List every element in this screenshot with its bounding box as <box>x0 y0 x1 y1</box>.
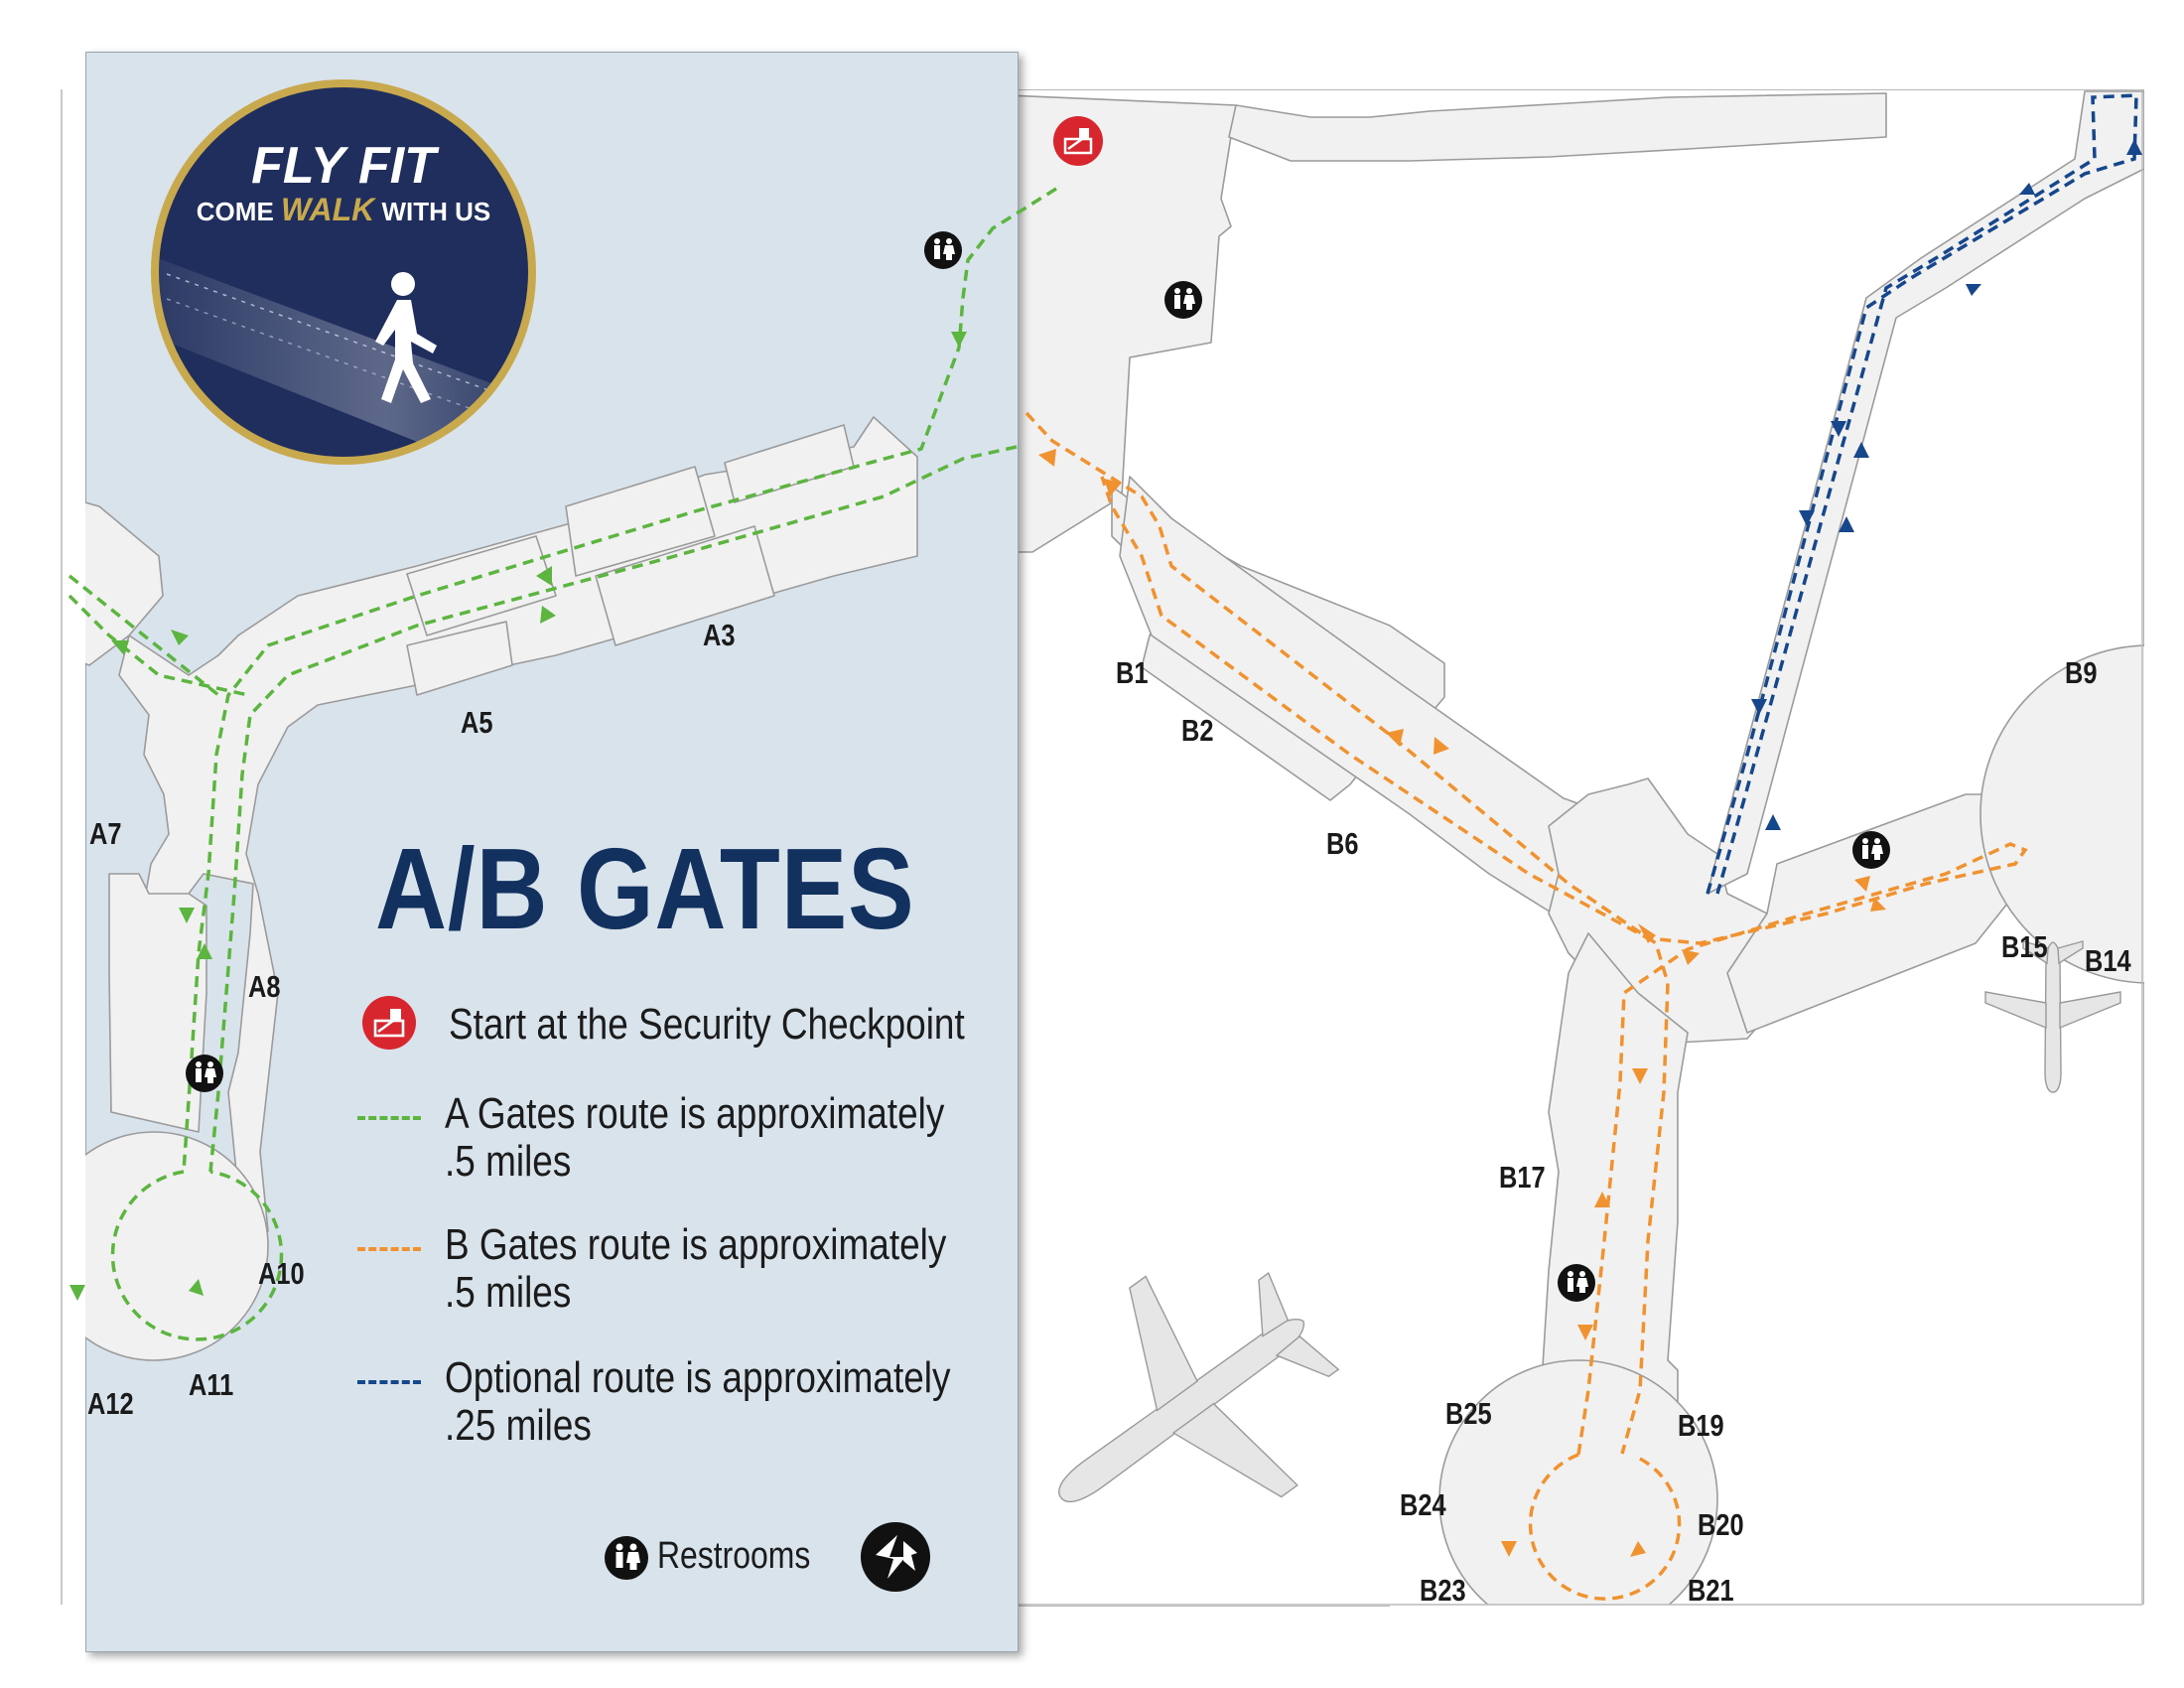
gate-label-b17: B17 <box>1499 1160 1546 1195</box>
legend-b-route-text-1: B Gates route is approximately <box>445 1220 947 1269</box>
gate-label-b2: B2 <box>1181 713 1214 748</box>
gate-label-a8: A8 <box>248 969 281 1004</box>
gate-label-b14: B14 <box>2085 943 2131 978</box>
a-route-stub-out <box>68 594 249 697</box>
holdroom-a4 <box>565 466 716 577</box>
holdroom-a3 <box>595 525 775 646</box>
gate-label-a5: A5 <box>461 705 493 740</box>
restroom-icon <box>924 231 962 269</box>
gate-label-b9: B9 <box>2065 655 2098 690</box>
restroom-icon <box>186 1055 223 1092</box>
gate-label-b25: B25 <box>1445 1396 1492 1431</box>
legend-b-route-swatch <box>357 1247 421 1251</box>
legend-optional-route-swatch <box>357 1380 421 1384</box>
restroom-icon <box>1558 1264 1595 1302</box>
legend-a-route-swatch <box>357 1116 421 1120</box>
optional-route-arrows <box>1751 139 2142 830</box>
badge-tagline: COME WALK WITH US <box>197 192 490 227</box>
badge-title: FLY FIT <box>251 137 440 195</box>
a-route-return <box>208 445 1018 1173</box>
optional-route <box>1706 93 2138 895</box>
gate-label-b6: B6 <box>1326 826 1359 861</box>
gate-label-b20: B20 <box>1698 1507 1744 1542</box>
legend-restrooms-text: Restrooms <box>657 1535 811 1577</box>
holdroom-a5 <box>406 535 557 636</box>
a-route-arrows <box>69 332 967 1301</box>
a-route-loop <box>110 1170 284 1341</box>
gate-label-b24: B24 <box>1400 1487 1446 1522</box>
b-route-arrows <box>1038 449 1886 1557</box>
legend-optional-route-text-2: .25 miles <box>445 1401 592 1450</box>
b-route-loop <box>1528 1453 1682 1601</box>
security-checkpoint-icon <box>362 996 416 1050</box>
optional-route-path <box>1706 93 2138 895</box>
gate-label-b23: B23 <box>1420 1573 1466 1608</box>
b-route-return <box>1100 476 2028 1456</box>
airplane-icon <box>1984 940 2121 1093</box>
walking-person-icon <box>375 272 437 403</box>
b-route-outbound <box>1024 411 1670 1455</box>
gate-label-a12: A12 <box>87 1386 134 1421</box>
restroom-icon <box>1164 281 1202 319</box>
arm-b9-b15 <box>1726 793 2016 1034</box>
gate-label-b1: B1 <box>1116 655 1149 690</box>
gate-label-a7: A7 <box>89 816 122 851</box>
fly-fit-badge: FLY FIT COME WALK WITH US <box>151 79 536 465</box>
north-arrow-icon <box>861 1522 930 1592</box>
gate-label-b21: B21 <box>1688 1573 1734 1608</box>
page-title: A/B GATES <box>375 824 915 953</box>
airplane-icon <box>1058 1272 1340 1502</box>
a-gates-route <box>68 187 1057 1341</box>
gate-label-b19: B19 <box>1678 1408 1724 1443</box>
legend-a-route-text-2: .5 miles <box>445 1137 572 1186</box>
b-gates-route <box>1024 411 2028 1601</box>
legend-optional-route-text-1: Optional route is approximately <box>445 1353 951 1402</box>
restroom-icon <box>605 1536 648 1580</box>
upper-corridor <box>1228 92 1887 162</box>
legend-a-route-text-1: A Gates route is approximately <box>445 1089 945 1138</box>
a-route-stub-in <box>68 574 220 697</box>
a-route-outbound <box>182 187 1057 1173</box>
restroom-icon <box>1852 831 1890 869</box>
security-checkpoint-icon <box>1053 116 1103 166</box>
legend-b-route-text-2: .5 miles <box>445 1268 572 1317</box>
gate-label-b15: B15 <box>2001 929 2048 964</box>
frame-mask <box>1390 1605 2184 1688</box>
frame-mask-right <box>2144 89 2184 1678</box>
gate-label-a3: A3 <box>703 618 736 652</box>
gate-label-a11: A11 <box>189 1367 234 1402</box>
gate-label-a10: A10 <box>258 1256 305 1291</box>
legend-security-text: Start at the Security Checkpoint <box>449 1000 965 1049</box>
holdroom-a6 <box>406 621 513 696</box>
